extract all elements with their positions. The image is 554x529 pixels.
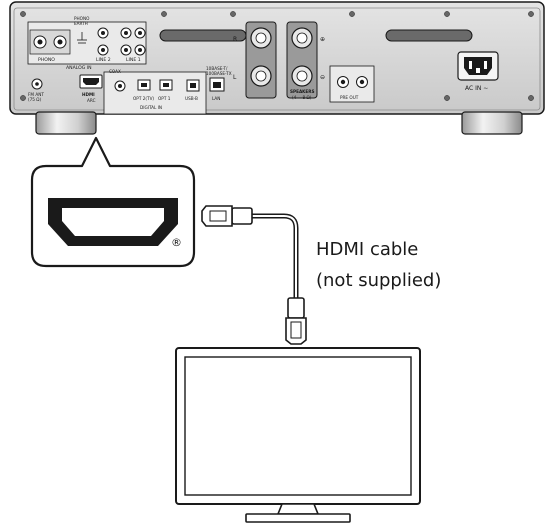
optical-1-label: OPT 1	[158, 96, 171, 101]
hdmi-arc-label: ARC	[87, 98, 96, 103]
pre-out-label: PRE OUT	[340, 95, 359, 100]
speaker-right-mark: R	[233, 36, 237, 43]
optical-2-port[interactable]	[137, 79, 151, 91]
digital-in-section: COAX OPT 2(TV) OPT 1 USB-B DIGITAL IN	[103, 69, 207, 115]
lan-speed-label: 10BASE-T/100BASE-TX	[206, 66, 232, 76]
hdmi-port-label: HDMI	[82, 92, 95, 97]
usb-b-port[interactable]	[186, 79, 200, 92]
speaker-left-mark: L	[233, 74, 237, 81]
chassis-screws	[20, 11, 534, 101]
optical-1-port[interactable]	[159, 79, 173, 91]
phono-jacks[interactable]	[29, 29, 71, 55]
hdmi-arc-port[interactable]	[79, 74, 103, 89]
tv-stand	[245, 503, 351, 523]
speaker-plus-mark: ⊕	[320, 36, 325, 43]
speaker-minus-mark: ⊖	[320, 74, 325, 81]
line2-jacks[interactable]	[97, 27, 109, 56]
fm-ant-label: FM ANT(75 Ω)	[28, 92, 44, 102]
cable-label-line1: HDMI cable	[316, 239, 418, 260]
ac-in-label: AC IN ∼	[465, 85, 488, 92]
hdmi-cable	[201, 205, 307, 345]
lan-label: LAN	[212, 96, 220, 101]
speaker-terminals[interactable]	[245, 21, 318, 99]
ac-inlet[interactable]	[457, 51, 499, 81]
phono-label: PHONO	[38, 57, 55, 63]
speakers-label: SPEAKERS	[290, 89, 315, 94]
registered-mark-icon: ®	[171, 236, 182, 249]
line1-label: LINE 1	[126, 57, 141, 63]
hdmi-plug-top	[201, 205, 253, 227]
line2-label: LINE 2	[96, 57, 111, 63]
pre-out-jacks[interactable]	[337, 76, 368, 88]
lan-port[interactable]	[209, 77, 225, 92]
digital-in-label: DIGITAL IN	[140, 105, 162, 110]
pre-out-section: PRE OUT	[329, 65, 375, 103]
earth-icon	[77, 32, 87, 44]
coax-label: COAX	[109, 69, 121, 74]
hdmi-port-callout: ®	[30, 136, 196, 268]
analog-in-label: ANALOG IN	[66, 65, 92, 71]
usb-label: USB-B	[185, 96, 198, 101]
speakers-impedance-label: (4 − 8 Ω)	[292, 95, 312, 100]
line1-jacks[interactable]	[120, 27, 146, 56]
heatsink-bar-right	[385, 29, 473, 42]
coax-jack[interactable]	[114, 80, 126, 92]
device-foot-left	[35, 111, 97, 135]
television	[175, 347, 421, 523]
cable-label-line2: (not supplied)	[316, 270, 441, 291]
hdmi-port-icon	[48, 198, 178, 246]
optical-2-label: OPT 2(TV)	[133, 96, 154, 101]
hdmi-plug-bottom	[285, 297, 307, 345]
device-foot-right	[461, 111, 523, 135]
fm-antenna-terminal[interactable]	[31, 78, 43, 90]
